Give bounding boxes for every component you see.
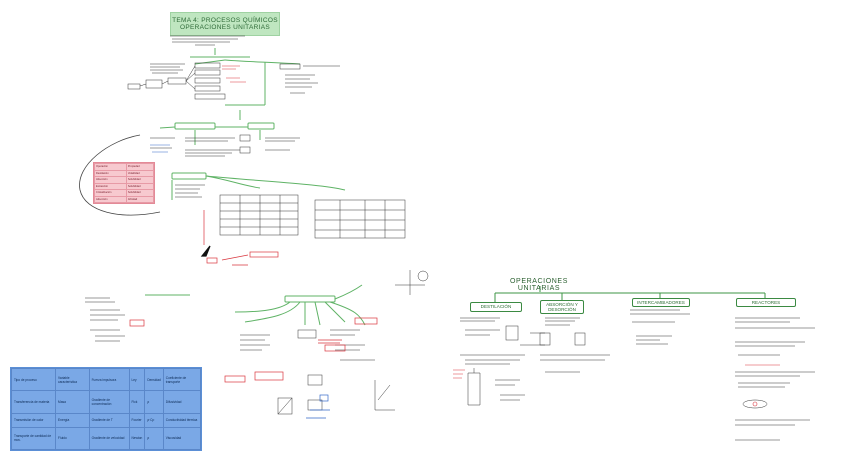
table-cell: Transporte de cantidad de mov. (10, 426, 57, 451)
table-row: Transferencia de materia Masa Gradiente … (10, 390, 202, 414)
table-cell: Newton (128, 426, 146, 451)
table-cell: Coeficiente de transporte (162, 367, 202, 392)
ops-box-destilacion: DESTILACIÓN (470, 302, 522, 312)
table-cell: Fourier (128, 412, 146, 428)
transport-phenomena-table: Tipo de proceso Variable característica … (10, 367, 202, 451)
table-cell: Transferencia de materia (10, 390, 57, 414)
table-cell: Masa (55, 390, 90, 414)
table-cell: Adsorción (94, 195, 127, 203)
section-1-branches (190, 48, 301, 120)
section-2-blue-notes (150, 144, 170, 153)
section-2-branches (159, 122, 275, 145)
title-line-2: OPERACIONES UNITARIAS (180, 24, 270, 31)
table-cell: ρ (144, 390, 164, 414)
operations-property-table: Operación Propiedad Destilación Volatili… (93, 162, 155, 204)
section-3-tables (175, 184, 406, 239)
section-1-boxes (127, 62, 340, 100)
table-row: Transmisión de calor Energía Gradiente d… (10, 412, 202, 428)
table-cell: Fick (128, 390, 146, 414)
table-cell: Transmisión de calor (10, 412, 57, 428)
table-cell: Ley (128, 367, 146, 392)
page-title: TEMA 4: PROCESOS QUÍMICOS OPERACIONES UN… (170, 12, 280, 36)
table-cell: Variable característica (55, 367, 90, 392)
table-cell: Gradiente de velocidad (88, 426, 130, 451)
section-4-blue-notes (306, 394, 330, 419)
ops-red-notes (453, 364, 780, 407)
table-cell: Difusividad (162, 390, 202, 414)
title-line-1: TEMA 4: PROCESOS QUÍMICOS (172, 17, 278, 24)
section-3-branches (171, 172, 346, 200)
table-cell: Densidad (144, 367, 164, 392)
black-arrow (200, 245, 211, 257)
table-row: Adsorción Afinidad (94, 195, 155, 203)
section-4-red-boxes (129, 317, 378, 383)
ops-box-reactores: REACTORES (736, 298, 796, 307)
ops-box-intercambiadores: INTERCAMBIADORES (632, 298, 690, 307)
table-row: Transporte de cantidad de mov. Fluido Gr… (10, 426, 202, 451)
ops-intercambiadores-notes (630, 309, 690, 345)
ops-branches (494, 286, 766, 302)
ops-absorcion-notes (539, 317, 610, 373)
section-1-red-notes (222, 65, 246, 83)
table-cell: ρ·Cp (144, 412, 164, 428)
section-4-text (85, 270, 429, 415)
section-3-red-marks (203, 210, 279, 266)
ops-title: OPERACIONES UNITARIAS (510, 278, 568, 292)
table-cell: Tipo de proceso (10, 367, 57, 392)
intro-text (170, 35, 245, 46)
table-row: Tipo de proceso Variable característica … (10, 367, 202, 392)
table-cell: ρ (144, 426, 164, 451)
table-cell: Conductividad térmica (162, 412, 202, 428)
ops-destilacion-notes (460, 317, 545, 406)
table-cell: Fuerza impulsora (88, 367, 130, 392)
ops-box-absorcion: ABSORCIÓN Y DESORCIÓN (540, 300, 584, 314)
table-cell: Fluido (55, 426, 90, 451)
table-cell: Gradiente de concentración (88, 390, 130, 414)
table-cell: Energía (55, 412, 90, 428)
section-4-branches (145, 284, 366, 326)
ops-reactores-notes (735, 317, 815, 441)
enclosure-curve (79, 134, 161, 216)
table-cell: Gradiente de T (88, 412, 130, 428)
table-cell: Afinidad (125, 195, 155, 203)
table-cell: Viscosidad (162, 426, 202, 451)
section-2-text (150, 134, 300, 157)
